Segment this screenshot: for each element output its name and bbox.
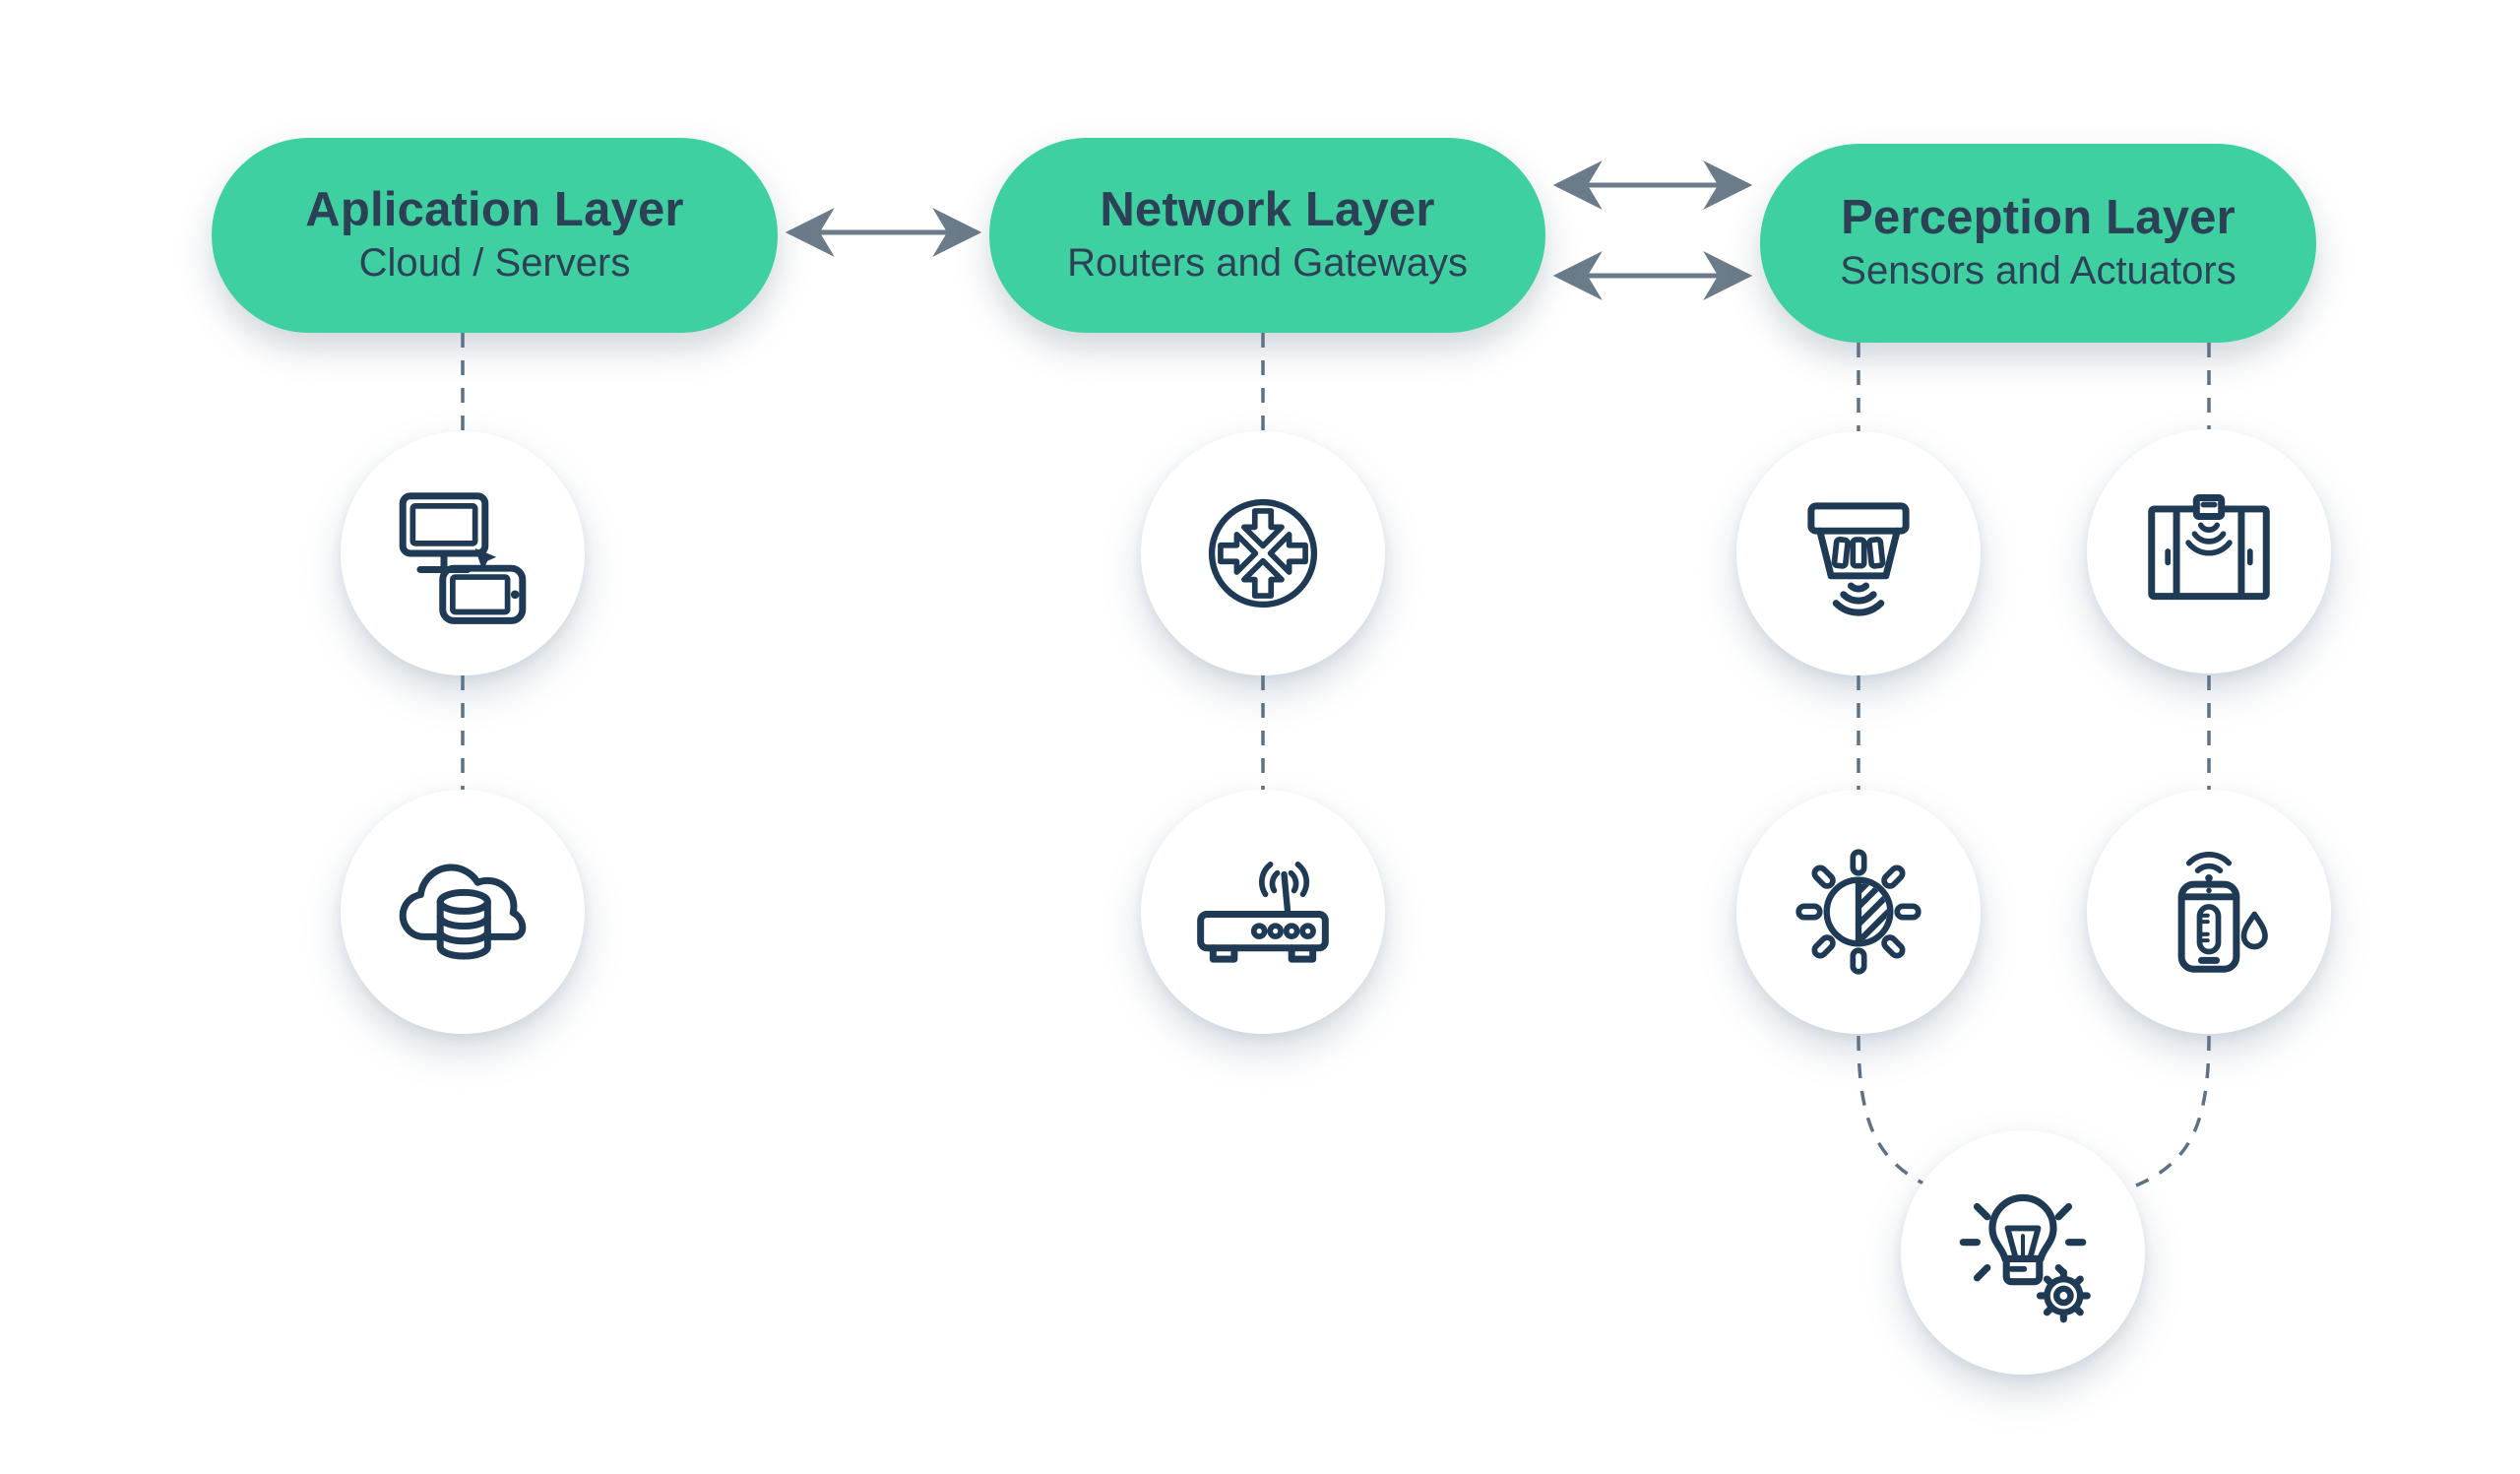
node-humidity-sensor xyxy=(2087,790,2331,1034)
inward-arrows-routing-icon xyxy=(1208,498,1318,609)
desktop-and-tablet-icon xyxy=(399,492,527,624)
node-cloud-storage xyxy=(341,790,585,1034)
layer-title: Aplication Layer xyxy=(305,182,684,236)
node-smoke-detector xyxy=(1736,431,1981,675)
layer-pill-network: Network Layer Routers and Gateways xyxy=(989,138,1545,333)
dashed-connector-curved xyxy=(2135,1035,2211,1187)
layer-subtitle: Sensors and Actuators xyxy=(1840,249,2236,293)
light-sensor-icon xyxy=(1796,849,1922,975)
dashed-connector-curved xyxy=(1857,1035,1932,1189)
node-automatic-door xyxy=(2087,429,2331,673)
smart-bulb-gear-icon xyxy=(1959,1193,2091,1323)
cloud-database-icon xyxy=(399,864,527,960)
node-smart-lighting xyxy=(1901,1130,2145,1375)
automatic-door-sensor-icon xyxy=(2148,494,2270,601)
layer-title: Perception Layer xyxy=(1841,190,2236,244)
layer-pill-perception: Perception Layer Sensors and Actuators xyxy=(1760,144,2316,343)
node-light-sensor xyxy=(1736,790,1981,1034)
node-wireless-router xyxy=(1141,790,1385,1034)
wireless-router-icon xyxy=(1197,862,1329,963)
layer-subtitle: Cloud / Servers xyxy=(358,241,631,286)
layer-subtitle: Routers and Gateways xyxy=(1067,241,1468,286)
node-routing xyxy=(1141,431,1385,675)
humidity-sensor-icon xyxy=(2177,852,2268,973)
layer-title: Network Layer xyxy=(1100,182,1435,236)
node-client-devices xyxy=(341,431,585,675)
smoke-detector-icon xyxy=(1807,502,1910,616)
layer-pill-application: Aplication Layer Cloud / Servers xyxy=(212,138,778,333)
